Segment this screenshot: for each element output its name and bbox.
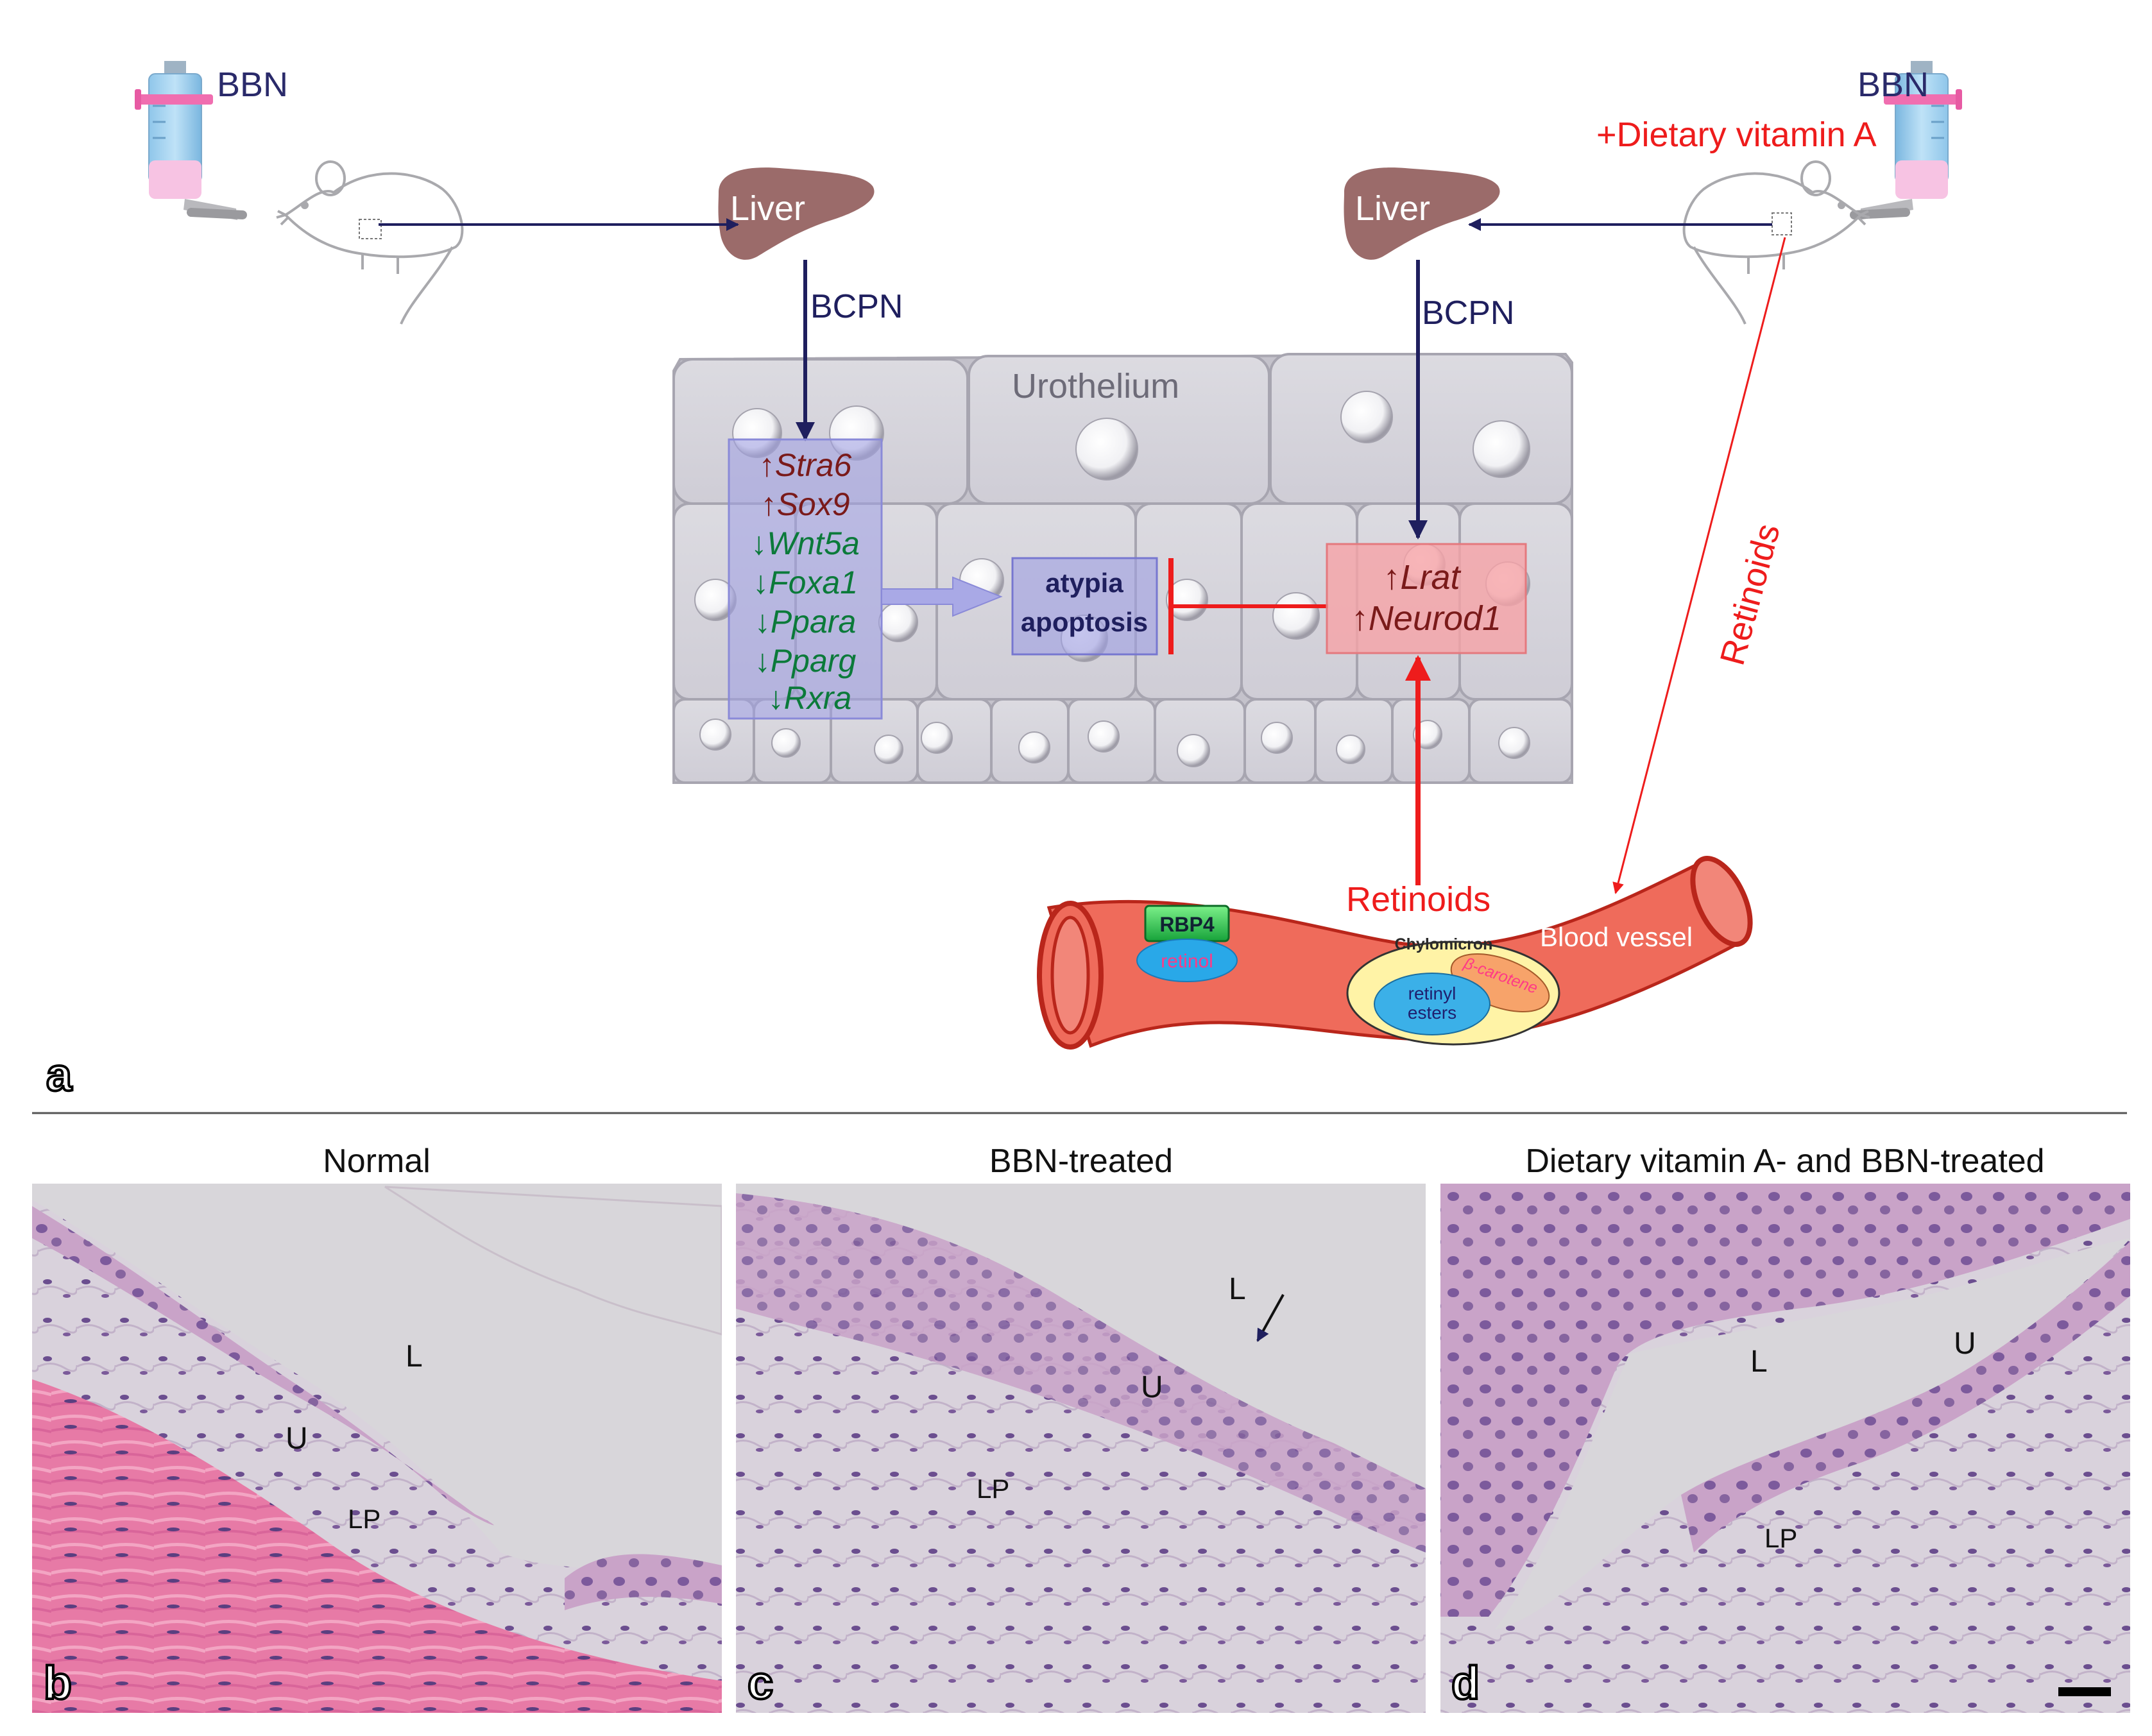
- gene-arrow-4: ↓: [755, 604, 771, 640]
- panel-letter-a: a: [46, 1050, 73, 1101]
- gene-right-name-1: Neurod1: [1369, 599, 1501, 638]
- gene-right-name-0: Lrat: [1400, 558, 1461, 597]
- dietary-vitamin-a-label: +Dietary vitamin A: [1596, 115, 1877, 154]
- retinyl-esters-particle: [1374, 973, 1490, 1035]
- gene-list-right: ↑Lrat ↑Neurod1: [1351, 558, 1501, 638]
- gene-box-right: [1326, 543, 1527, 654]
- liver-right-label: Liver: [1355, 189, 1430, 228]
- gene-row-3: ↓Foxa1: [753, 565, 858, 600]
- panel-letter-c: c: [747, 1658, 773, 1709]
- mouse-right-icon: [1682, 160, 1870, 325]
- gene-right-row-1: ↑Neurod1: [1351, 599, 1501, 638]
- esters-label: esters: [1408, 1003, 1456, 1023]
- micrograph-b: [32, 1184, 722, 1713]
- blood-vessel-label: Blood vessel: [1540, 922, 1693, 952]
- gene-name-6: Rxra: [784, 680, 852, 716]
- label-b-L: L: [406, 1340, 423, 1374]
- water-bottle-left-icon: [135, 61, 247, 220]
- gene-right-arrow-1: ↑: [1351, 599, 1369, 638]
- bbn-label-right: BBN: [1857, 65, 1929, 104]
- gene-name-2: Wnt5a: [767, 525, 860, 561]
- gene-name-5: Pparg: [771, 643, 857, 679]
- micrograph-title-b: Normal: [323, 1143, 431, 1180]
- liver-left-icon: [718, 167, 875, 260]
- tissue-square-right: [1772, 212, 1792, 235]
- bcpn-left-label: BCPN: [810, 288, 903, 325]
- label-d-U: U: [1954, 1327, 1976, 1361]
- liver-left-label: Liver: [730, 189, 805, 228]
- chylomicron-label: Chylomicron: [1395, 935, 1493, 953]
- arrow-c-pointer: [1256, 1294, 1285, 1342]
- outcome-atypia: atypia: [1045, 568, 1123, 598]
- outcome-apoptosis: apoptosis: [1021, 607, 1148, 637]
- gene-row-2: ↓Wnt5a: [751, 525, 860, 561]
- outcome-box: [1011, 557, 1158, 656]
- label-d-LP: LP: [1764, 1523, 1797, 1553]
- gene-row-1: ↑Sox9: [761, 486, 850, 522]
- urothelium-label: Urothelium: [1012, 367, 1179, 405]
- gene-name-1: Sox9: [777, 486, 850, 522]
- gene-right-row-0: ↑Lrat: [1383, 558, 1461, 597]
- micrograph-title-d: Dietary vitamin A- and BBN-treated: [1525, 1143, 2044, 1180]
- retinyl-label: retinyl: [1408, 983, 1456, 1003]
- liver-right-icon: [1344, 167, 1500, 260]
- micrograph-c: [736, 1184, 1426, 1713]
- label-c-U: U: [1141, 1370, 1163, 1404]
- gene-name-3: Foxa1: [769, 565, 858, 600]
- scale-bar: [2058, 1687, 2111, 1696]
- label-b-U: U: [286, 1422, 308, 1456]
- gene-row-6: ↓Rxra: [768, 680, 852, 716]
- gene-arrow-6: ↓: [768, 680, 784, 716]
- gene-name-0: Stra6: [775, 447, 852, 483]
- micrograph-title-c: BBN-treated: [989, 1143, 1173, 1180]
- gene-arrow-1: ↑: [761, 486, 777, 522]
- panel-letter-d: d: [1451, 1658, 1480, 1709]
- rbp4-label: RBP4: [1159, 913, 1215, 936]
- water-bottle-right-icon: [1850, 61, 1962, 220]
- gene-right-arrow-0: ↑: [1383, 558, 1400, 597]
- tissue-square-left: [359, 219, 382, 239]
- gene-list-left: ↑Stra6 ↑Sox9 ↓Wnt5a ↓Foxa1 ↓Ppara ↓Pparg…: [751, 447, 868, 716]
- retinol-particle: [1136, 939, 1238, 982]
- gene-arrow-0: ↑: [759, 447, 775, 483]
- retinoids-diagonal-label: Retinoids: [1713, 520, 1788, 669]
- gene-arrow-3: ↓: [753, 565, 769, 600]
- gene-arrow-5: ↓: [755, 643, 771, 679]
- micrograph-d: [1440, 1184, 2130, 1713]
- mouse-left-icon: [276, 160, 464, 325]
- label-b-LP: LP: [348, 1504, 380, 1534]
- gene-row-0: ↑Stra6: [759, 447, 852, 483]
- retinoids-vertical-label: Retinoids: [1346, 880, 1490, 919]
- retinol-label: retinol: [1161, 951, 1213, 972]
- arrow-retinoids-diagonal: [1612, 237, 1786, 894]
- label-c-L: L: [1229, 1272, 1246, 1306]
- bcpn-right-label: BCPN: [1422, 294, 1514, 332]
- gene-box-left: [728, 438, 883, 720]
- panel-letter-b: b: [44, 1658, 72, 1709]
- label-d-L: L: [1750, 1345, 1768, 1379]
- gene-name-4: Ppara: [771, 604, 856, 640]
- bbn-label-left: BBN: [217, 65, 288, 104]
- gene-row-5: ↓Pparg: [755, 643, 857, 679]
- gene-arrow-2: ↓: [751, 525, 767, 561]
- gene-row-4: ↓Ppara: [755, 604, 856, 640]
- arrow-genes-to-outcome: [881, 576, 1003, 617]
- label-c-LP: LP: [977, 1474, 1009, 1504]
